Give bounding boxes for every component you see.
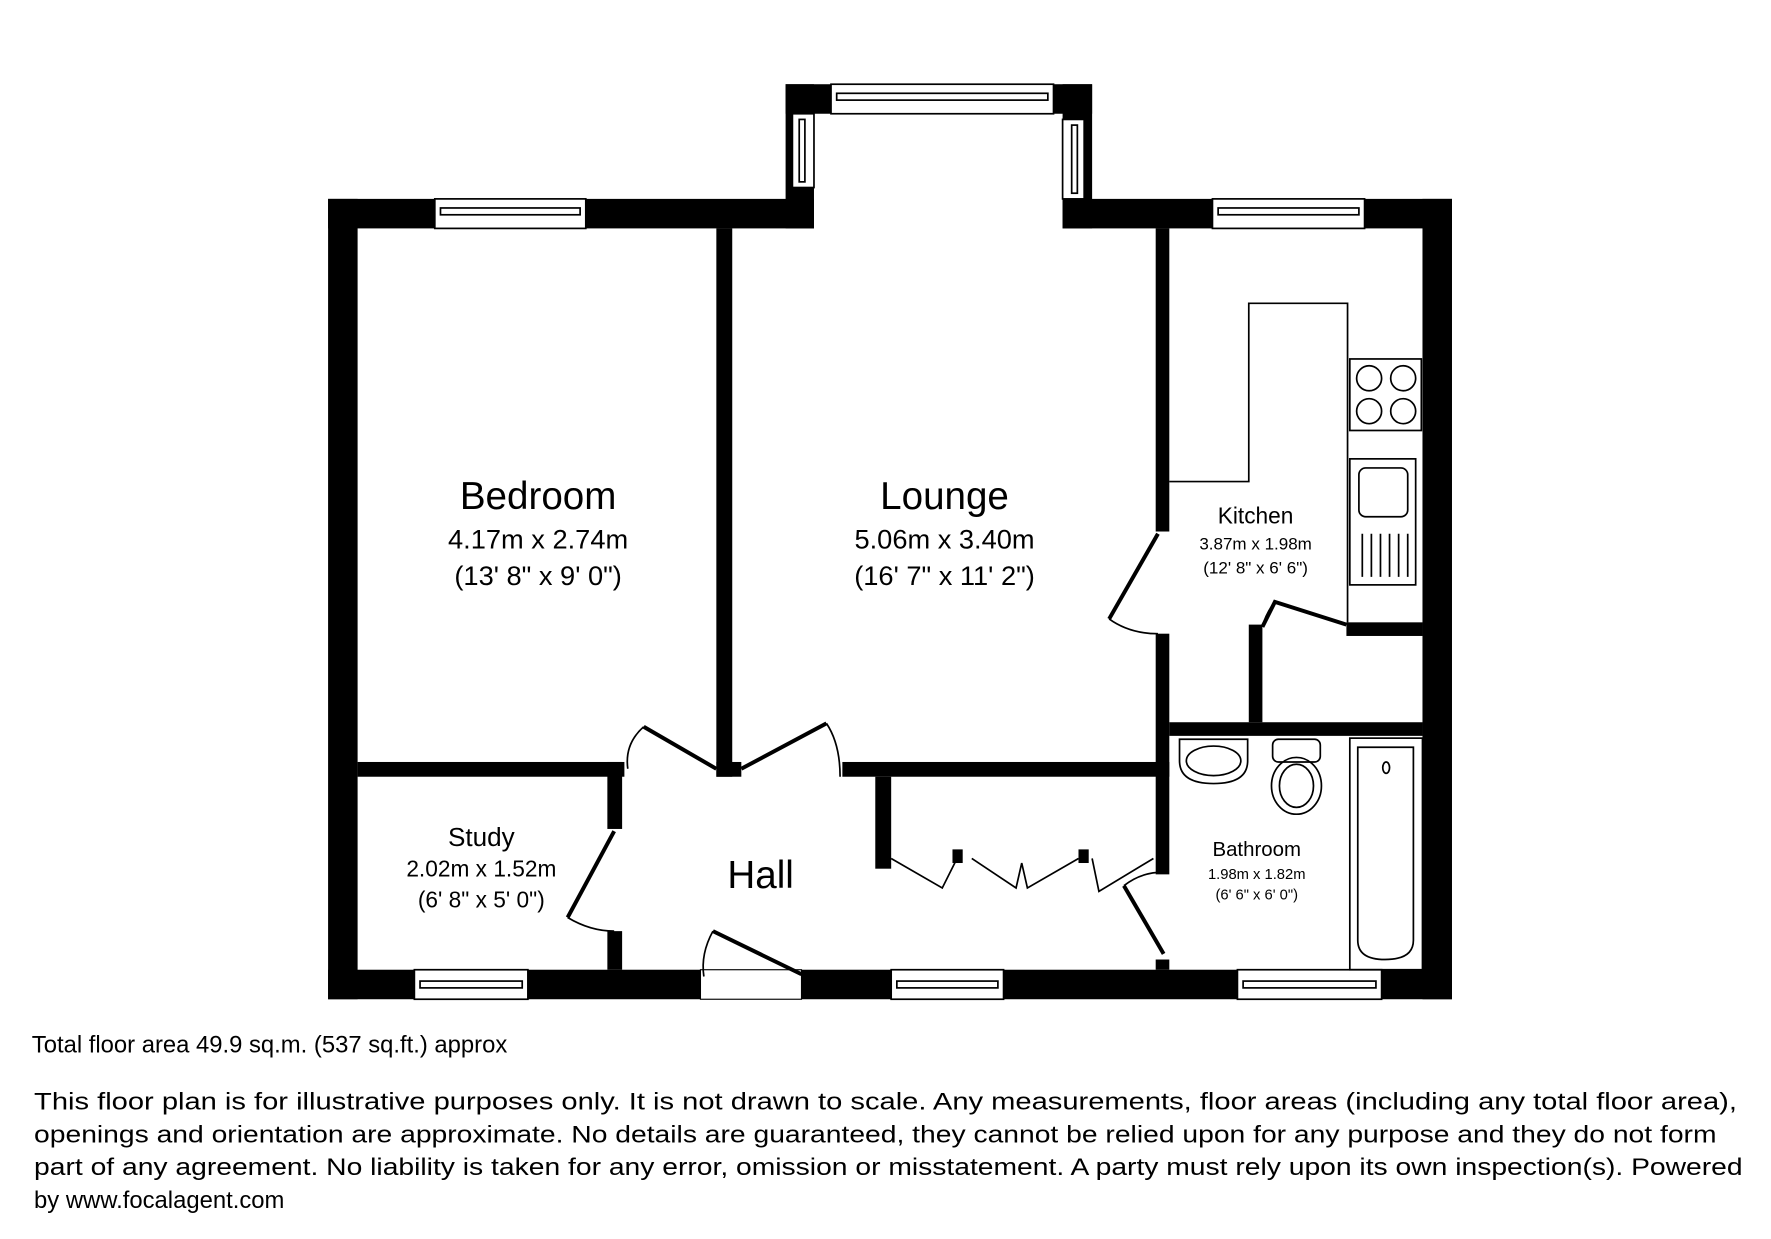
room-dimensions-imperial-kitchen: (12' 8" x 6' 6") — [1203, 559, 1308, 578]
room-name-lounge: Lounge — [880, 475, 1009, 518]
window-bedroom — [433, 198, 587, 230]
window-kitchen — [1211, 198, 1366, 230]
room-dimensions-metric-kitchen: 3.87m x 1.98m — [1199, 535, 1312, 554]
disclaimer: This floor plan is for illustrative purp… — [34, 1088, 1743, 1214]
room-dimensions-imperial-study: (6' 8" x 5' 0") — [418, 886, 545, 912]
window-hall — [890, 968, 1005, 1001]
bath-icon — [1348, 737, 1424, 971]
sink-icon — [1348, 458, 1417, 586]
room-dimensions-imperial-bedroom: (13' 8" x 9' 0") — [454, 560, 621, 591]
window-bay-right — [1061, 118, 1086, 200]
disclaimer-line: by www.focalagent.com — [34, 1187, 284, 1214]
room-dimensions-imperial-lounge: (16' 7" x 11' 2") — [854, 560, 1035, 591]
room-name-bathroom: Bathroom — [1212, 839, 1301, 861]
toilet-icon — [1271, 738, 1322, 763]
window-study — [413, 968, 529, 1001]
disclaimer-line: openings and orientation are approximate… — [34, 1121, 1716, 1148]
interior-walls — [357, 228, 1423, 970]
room-dimensions-metric-lounge: 5.06m x 3.40m — [854, 524, 1034, 555]
room-dimensions-metric-bedroom: 4.17m x 2.74m — [448, 524, 628, 555]
windows — [413, 83, 1383, 1001]
total-floor-area: Total floor area 49.9 sq.m. (537 sq.ft.)… — [32, 1032, 508, 1059]
front-door-opening — [699, 969, 803, 1000]
window-bay-top — [830, 83, 1055, 115]
room-dimensions-metric-bathroom: 1.98m x 1.82m — [1208, 867, 1306, 883]
room-name-kitchen: Kitchen — [1218, 503, 1294, 529]
kitchen-fittings — [1169, 302, 1423, 623]
doors — [565, 532, 1348, 977]
room-name-bedroom: Bedroom — [460, 475, 617, 518]
room-dimensions-imperial-bathroom: (6' 6" x 6' 0") — [1215, 887, 1298, 903]
room-name-hall: Hall — [727, 854, 793, 897]
basin-icon — [1178, 738, 1249, 785]
room-name-study: Study — [448, 822, 515, 852]
room-dimensions-metric-study: 2.02m x 1.52m — [406, 856, 556, 882]
window-bay-left — [791, 112, 815, 189]
disclaimer-line: part of any agreement. No liability is t… — [34, 1154, 1743, 1181]
disclaimer-line: This floor plan is for illustrative purp… — [34, 1088, 1737, 1115]
window-bathroom — [1236, 968, 1383, 1001]
hob-icon — [1348, 358, 1423, 432]
bathroom-fittings — [1178, 737, 1424, 971]
